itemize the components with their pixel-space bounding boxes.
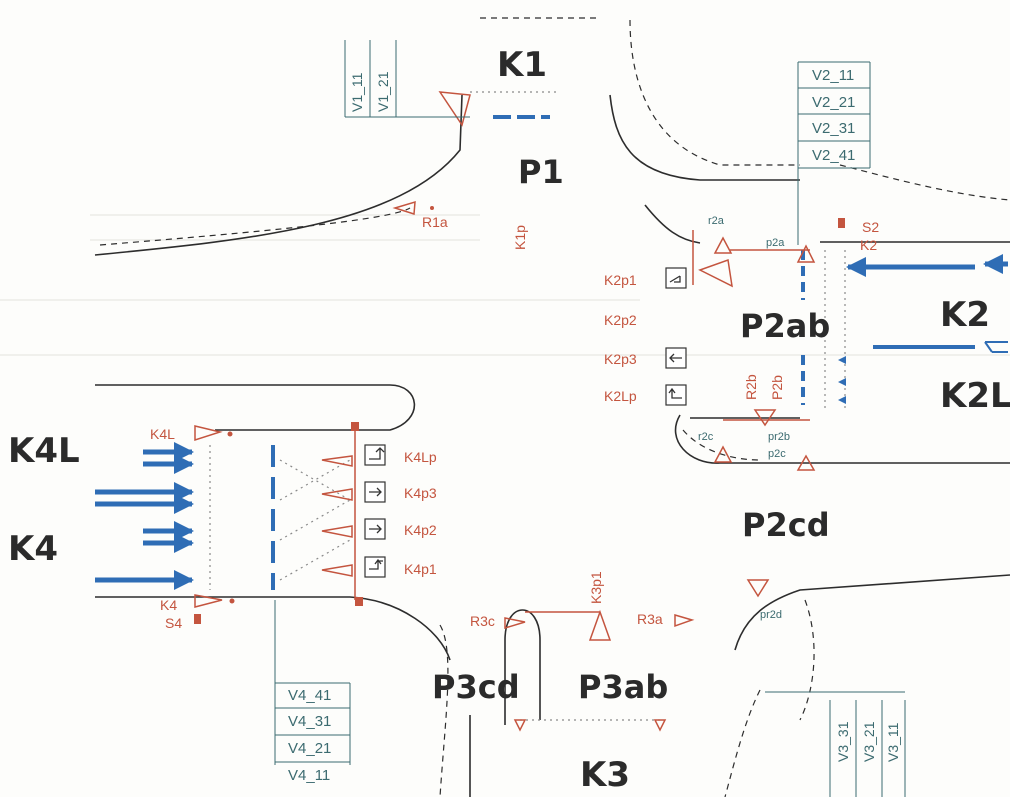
signal-heads-fill [194,206,845,624]
detector-v1-21: V1_21 [375,71,391,112]
crossing-labels: P1 P2ab P2cd P3cd P3ab [432,153,830,706]
signal-r3c: R3c [470,613,495,629]
signal-p2a: p2a [766,237,785,249]
signal-k2p1: K2p1 [604,272,637,288]
crossing-p3ab: P3ab [578,668,668,706]
signal-k4lp: K4Lp [404,449,437,465]
signal-k2p2: K2p2 [604,312,637,328]
approach-k2l: K2L [940,376,1010,416]
detector-v2-11: V2_11 [812,67,854,84]
approach-k2: K2 [940,295,990,335]
signal-r1a: R1a [422,214,448,230]
signal-k4l: K4L [150,426,175,442]
signal-k4: K4 [160,597,177,613]
signal-s4: S4 [165,615,182,631]
signal-r3a: R3a [637,611,663,627]
background-lines [0,214,1010,356]
approach-k3: K3 [580,755,630,795]
crossing-ticks [838,356,846,404]
approach-k1: K1 [497,45,547,85]
approach-k4: K4 [8,529,58,569]
signal-labels: R1a K1p r2a S2 p2a K2 K2p1 K2p2 K2p3 K2L… [150,214,879,631]
signal-r2c: r2c [698,431,714,443]
detector-v4-41: V4_41 [288,687,331,704]
signal-p2c: p2c [768,448,786,460]
signal-r2b: R2b [743,374,759,400]
detector-v1-11: V1_11 [349,72,365,112]
signal-k4p2: K4p2 [404,522,437,538]
signal-k2: K2 [860,237,877,253]
detector-frames [274,40,906,797]
signal-k4p3: K4p3 [404,485,437,501]
signal-heads [194,91,816,732]
signal-k4p1: K4p1 [404,561,437,577]
crossing-p2cd: P2cd [742,506,830,544]
approach-k4l: K4L [8,431,80,471]
signal-pr2b: pr2b [768,431,790,443]
signal-s2: S2 [862,219,879,235]
detector-v3-21: V3_21 [861,721,877,762]
signal-k2lp: K2Lp [604,388,637,404]
detector-v3-11: V3_11 [885,722,901,762]
crossing-p2ab: P2ab [740,307,830,345]
crossing-p1: P1 [518,153,564,191]
approach-labels: K1 K2 K2L K3 K4 K4L [8,45,1010,795]
signal-k2p3: K2p3 [604,351,637,367]
dashed-lines [99,17,1010,797]
signal-r2a: r2a [708,215,725,227]
pictogram-arrows [369,275,682,570]
detector-v4-21: V4_21 [288,740,331,757]
detector-v4-31: V4_31 [288,713,331,730]
crossing-p3cd: P3cd [432,668,520,706]
lane-arrow-k2l-tail [984,341,1008,353]
detector-v3-31: V3_31 [835,721,851,762]
crossing-bars [271,115,975,590]
detector-v2-21: V2_21 [812,94,855,111]
signal-k1p: K1p [512,225,528,250]
signal-pr2d: pr2d [760,609,782,621]
lane-arrows [95,254,1008,590]
detector-v4-11: V4_11 [288,767,330,784]
signal-p2b: P2b [769,375,785,400]
detector-v2-31: V2_31 [812,120,855,137]
detector-labels: V1_11 V1_21 V2_11 V2_21 V2_31 V2_41 V3_3… [288,67,901,784]
detector-v2-41: V2_41 [812,147,855,164]
signal-k3p1: K3p1 [588,571,604,604]
